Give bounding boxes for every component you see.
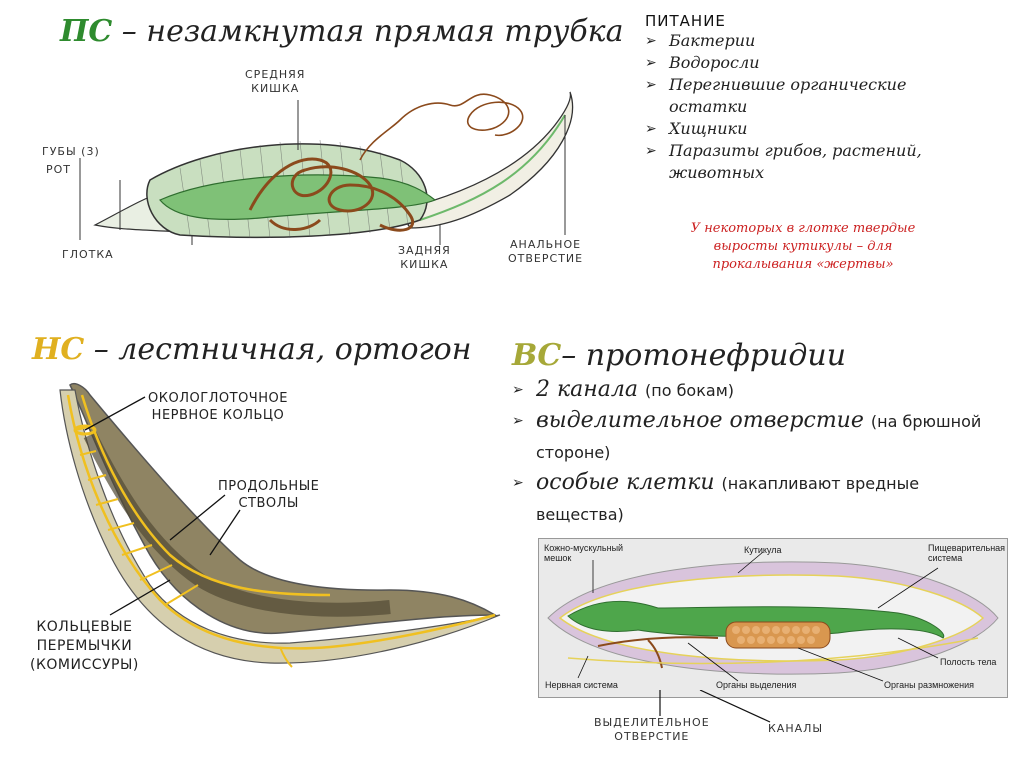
worm-body-light bbox=[59, 389, 501, 664]
digestive-system-diagram bbox=[79, 91, 574, 245]
nervous-system-diagram bbox=[59, 383, 501, 668]
nutrition-title: ПИТАНИЕ bbox=[645, 12, 726, 30]
list-item: 2 канала (по бокам) bbox=[512, 375, 992, 406]
label-reproductive-organs: Органы размножения bbox=[884, 680, 975, 690]
label-channels: КАНАЛЫ bbox=[768, 722, 824, 735]
list-item: Хищники bbox=[645, 118, 1005, 140]
vs-code: ВС bbox=[512, 338, 562, 373]
list-item: Водоросли bbox=[645, 52, 1005, 74]
list-item: Бактерии bbox=[645, 30, 1005, 52]
ventral-nerve-trunk bbox=[66, 394, 496, 650]
tail-line bbox=[419, 114, 566, 221]
nerve-cord bbox=[567, 637, 979, 665]
nerve-ring bbox=[73, 424, 97, 436]
gonad-coil bbox=[248, 157, 414, 232]
label-pharynx: ГЛОТКА bbox=[62, 248, 114, 261]
label-excretory-organs: Органы выделения bbox=[716, 680, 797, 690]
list-item: Перегнившие органические остатки bbox=[645, 74, 969, 118]
dorsal-nerve-trunk bbox=[80, 394, 331, 597]
ns-text: – лестничная, ортогон bbox=[84, 332, 472, 367]
gonad-tail bbox=[359, 93, 524, 161]
worm-body bbox=[69, 383, 498, 635]
reproductive-organs bbox=[725, 621, 831, 649]
ns-code: НС bbox=[32, 332, 85, 367]
nutrition-list: Бактерии Водоросли Перегнившие органичес… bbox=[645, 30, 1005, 184]
excretory-canals bbox=[597, 636, 719, 669]
nutrition-note: У некоторых в глотке твердые выросты кут… bbox=[690, 221, 916, 272]
list-item: особые клетки (накапливают вредные вещес… bbox=[512, 468, 992, 530]
vs-list: 2 канала (по бокам) выделительное отверс… bbox=[512, 375, 992, 530]
ns-heading: НС – лестничная, ортогон bbox=[32, 332, 472, 367]
excretory-system-diagram bbox=[547, 551, 999, 682]
worm-gut bbox=[83, 431, 391, 617]
label-nervous-system: Нервная система bbox=[545, 680, 618, 690]
list-item: выделительное отверстие (на брюшной стор… bbox=[512, 406, 992, 468]
label-lips: ГУБЫ (3) bbox=[42, 145, 100, 158]
ps-text: – незамкнутая прямая трубка bbox=[112, 14, 624, 49]
ps-code: ПС bbox=[60, 14, 113, 49]
list-item: Паразиты грибов, растений, животных bbox=[645, 140, 989, 184]
ps-heading: ПС – незамкнутая прямая трубка bbox=[60, 14, 623, 49]
vs-text: – протонефридии bbox=[561, 338, 847, 373]
vs-heading: ВС– протонефридии bbox=[512, 338, 846, 373]
label-cuticle: Кутикула bbox=[744, 545, 782, 555]
digestive-tube bbox=[567, 600, 945, 639]
label-mouth: РОТ bbox=[46, 163, 72, 176]
nutrition-block: ПИТАНИЕ Бактерии Водоросли Перегнившие о… bbox=[645, 12, 1005, 184]
label-body-cavity: Полость тела bbox=[940, 657, 997, 667]
